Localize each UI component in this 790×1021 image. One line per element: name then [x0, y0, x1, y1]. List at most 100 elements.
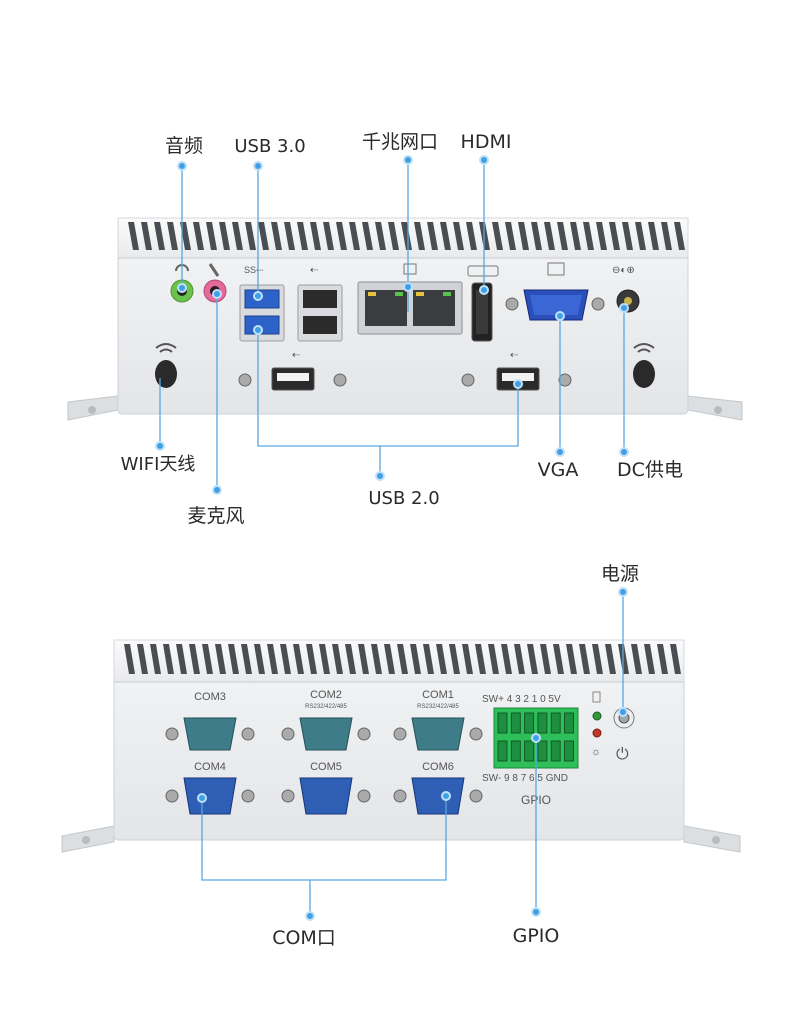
heatsink-fin	[453, 222, 464, 250]
top-leader-dots	[155, 155, 629, 495]
storage-icon	[592, 691, 601, 703]
heatsink-fin	[180, 222, 191, 250]
heatsink-fin	[540, 644, 551, 674]
heatsink-fin	[141, 222, 152, 250]
com1-port: COM1 RS232/422/485	[393, 689, 483, 751]
bottom-leader-dots	[197, 587, 628, 921]
heatsink-fin	[319, 644, 330, 674]
power-icon: ⏻	[616, 746, 629, 763]
heatsink-fin	[154, 222, 165, 250]
heatsink-fin	[674, 222, 685, 250]
gpio-pins	[497, 712, 574, 762]
heatsink-fin	[635, 222, 646, 250]
wifi-antenna-right	[633, 343, 655, 388]
label-lan: 千兆网口	[362, 131, 438, 153]
heatsink-fin	[505, 222, 516, 250]
svg-text:SS⇠: SS⇠	[244, 265, 264, 275]
com1-label: COM1	[422, 689, 454, 701]
label-gpio: GPIO	[513, 925, 560, 947]
heatsink-fin	[466, 222, 477, 250]
heatsink-fin	[401, 222, 412, 250]
heatsink-fin	[596, 222, 607, 250]
wifi-icon	[633, 343, 655, 353]
heatsink-fin	[332, 644, 343, 674]
heatsink-fins-bottom	[124, 644, 681, 674]
gpio-pin	[550, 712, 561, 734]
gpio-pin	[524, 712, 535, 734]
heatsink-fin	[258, 222, 269, 250]
heatsink-fins-top	[128, 222, 685, 250]
gpio-pin	[497, 712, 508, 734]
wifi-icon	[155, 343, 177, 353]
heatsink-fin	[284, 222, 295, 250]
hdmi-port	[467, 265, 499, 342]
led-green	[592, 711, 602, 721]
dc-icon: ⊖◐⊕	[612, 265, 635, 276]
heatsink-fin	[427, 222, 438, 250]
gpio-pin	[537, 712, 548, 734]
heatsink-fin	[124, 644, 135, 674]
heatsink-fin	[358, 644, 369, 674]
label-hdmi: HDMI	[461, 131, 512, 153]
heatsink-fin	[670, 644, 681, 674]
heatsink-fin	[583, 222, 594, 250]
label-com: COM口	[272, 927, 336, 949]
label-dc: DC供电	[617, 459, 683, 481]
heatsink-fin	[492, 222, 503, 250]
label-power: 电源	[601, 563, 639, 585]
heatsink-fin	[657, 644, 668, 674]
heatsink-fin	[644, 644, 655, 674]
top-device: SS⇠ ⇠	[67, 217, 743, 421]
com2-port: COM2 RS232/422/485	[281, 689, 371, 751]
heatsink-fin	[488, 644, 499, 674]
heatsink-fin	[362, 222, 373, 250]
heatsink-fin	[293, 644, 304, 674]
heatsink-fin	[375, 222, 386, 250]
com2-rs-label: RS232/422/485	[305, 704, 347, 710]
lan-ports	[357, 263, 463, 335]
heatsink-fin	[622, 222, 633, 250]
heatsink-fin	[579, 644, 590, 674]
network-icon	[403, 263, 417, 275]
heatsink-fin	[245, 222, 256, 250]
heatsink-fin	[440, 222, 451, 250]
heatsink-fin	[215, 644, 226, 674]
heatsink-fin	[410, 644, 421, 674]
svg-text:⇠: ⇠	[510, 350, 518, 361]
label-audio: 音频	[165, 135, 203, 157]
com5-label: COM5	[310, 761, 342, 773]
monitor-icon	[547, 262, 565, 276]
heatsink-fin	[310, 222, 321, 250]
heatsink-fin	[241, 644, 252, 674]
com6-label: COM6	[422, 761, 454, 773]
heatsink-fin	[609, 222, 620, 250]
label-mic: 麦克风	[187, 505, 244, 527]
com6-port: COM6	[393, 761, 483, 815]
heatsink-fin	[514, 644, 525, 674]
heatsink-fin	[436, 644, 447, 674]
heatsink-fin	[544, 222, 555, 250]
com3-label: COM3	[194, 691, 226, 703]
com4-label: COM4	[194, 761, 226, 773]
gpio-bottom-pins: SW- 9 8 7 6 5 GND	[482, 773, 568, 784]
heatsink-fin	[631, 644, 642, 674]
heatsink-fin	[167, 222, 178, 250]
heatsink-fin	[501, 644, 512, 674]
heatsink-fin	[193, 222, 204, 250]
heatsink-fin	[661, 222, 672, 250]
heatsink-fin	[128, 222, 139, 250]
com2-label: COM2	[310, 689, 342, 701]
heatsink-fin	[267, 644, 278, 674]
heatsink-fin	[423, 644, 434, 674]
heatsink-fin	[371, 644, 382, 674]
com4-port: COM4	[165, 761, 255, 815]
bottom-device: COM3 COM2 RS232/422/485 COM1 RS232/422/4…	[61, 639, 741, 853]
gpio-pin	[550, 740, 561, 762]
heatsink-fin	[219, 222, 230, 250]
heatsink-fin	[388, 222, 399, 250]
heatsink-fin	[163, 644, 174, 674]
label-usb30: USB 3.0	[234, 136, 305, 157]
label-vga: VGA	[538, 459, 579, 481]
heatsink-fin	[449, 644, 460, 674]
